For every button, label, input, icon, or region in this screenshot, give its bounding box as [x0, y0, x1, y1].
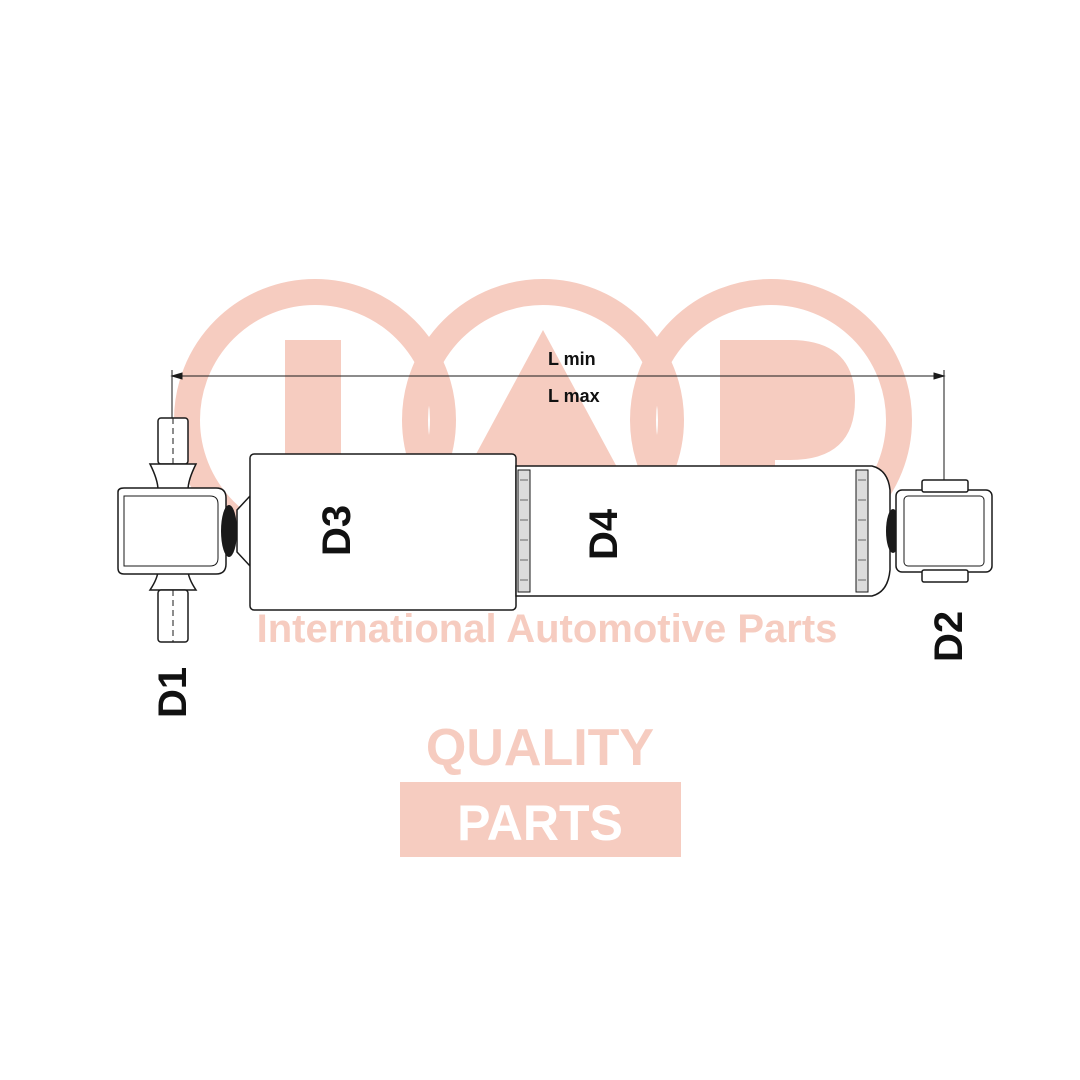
- watermark-parts-text: PARTS: [457, 795, 623, 851]
- top-mount-lower-stud: [148, 569, 198, 643]
- iap-watermark: International Automotive Parts QUALITY P…: [174, 279, 912, 857]
- label-d4: D4: [582, 508, 626, 560]
- label-d3: D3: [315, 505, 359, 556]
- dust-cover-body: [249, 453, 517, 611]
- watermark-registered-mark: R: [661, 792, 668, 802]
- watermark-parts-badge: [400, 782, 681, 857]
- bottom-mount-eye: [886, 479, 993, 583]
- label-l-min: L min: [548, 349, 596, 369]
- shock-absorber: [117, 417, 993, 643]
- logo-letter-p: [720, 340, 855, 482]
- label-d1: D1: [151, 667, 195, 718]
- label-l-max: L max: [548, 386, 600, 406]
- dimension-arrow-left: [170, 372, 183, 380]
- logo-letter-a: [461, 330, 625, 482]
- top-bushing-eye: [117, 487, 237, 575]
- main-cylinder: [515, 465, 891, 597]
- watermark-quality-text: QUALITY: [426, 719, 654, 777]
- dimension-arrow-right: [933, 372, 946, 380]
- watermark-company-name: International Automotive Parts: [257, 607, 838, 651]
- top-mount-upper-stud: [148, 417, 198, 491]
- length-dimension: [170, 370, 946, 488]
- label-d2: D2: [927, 611, 971, 662]
